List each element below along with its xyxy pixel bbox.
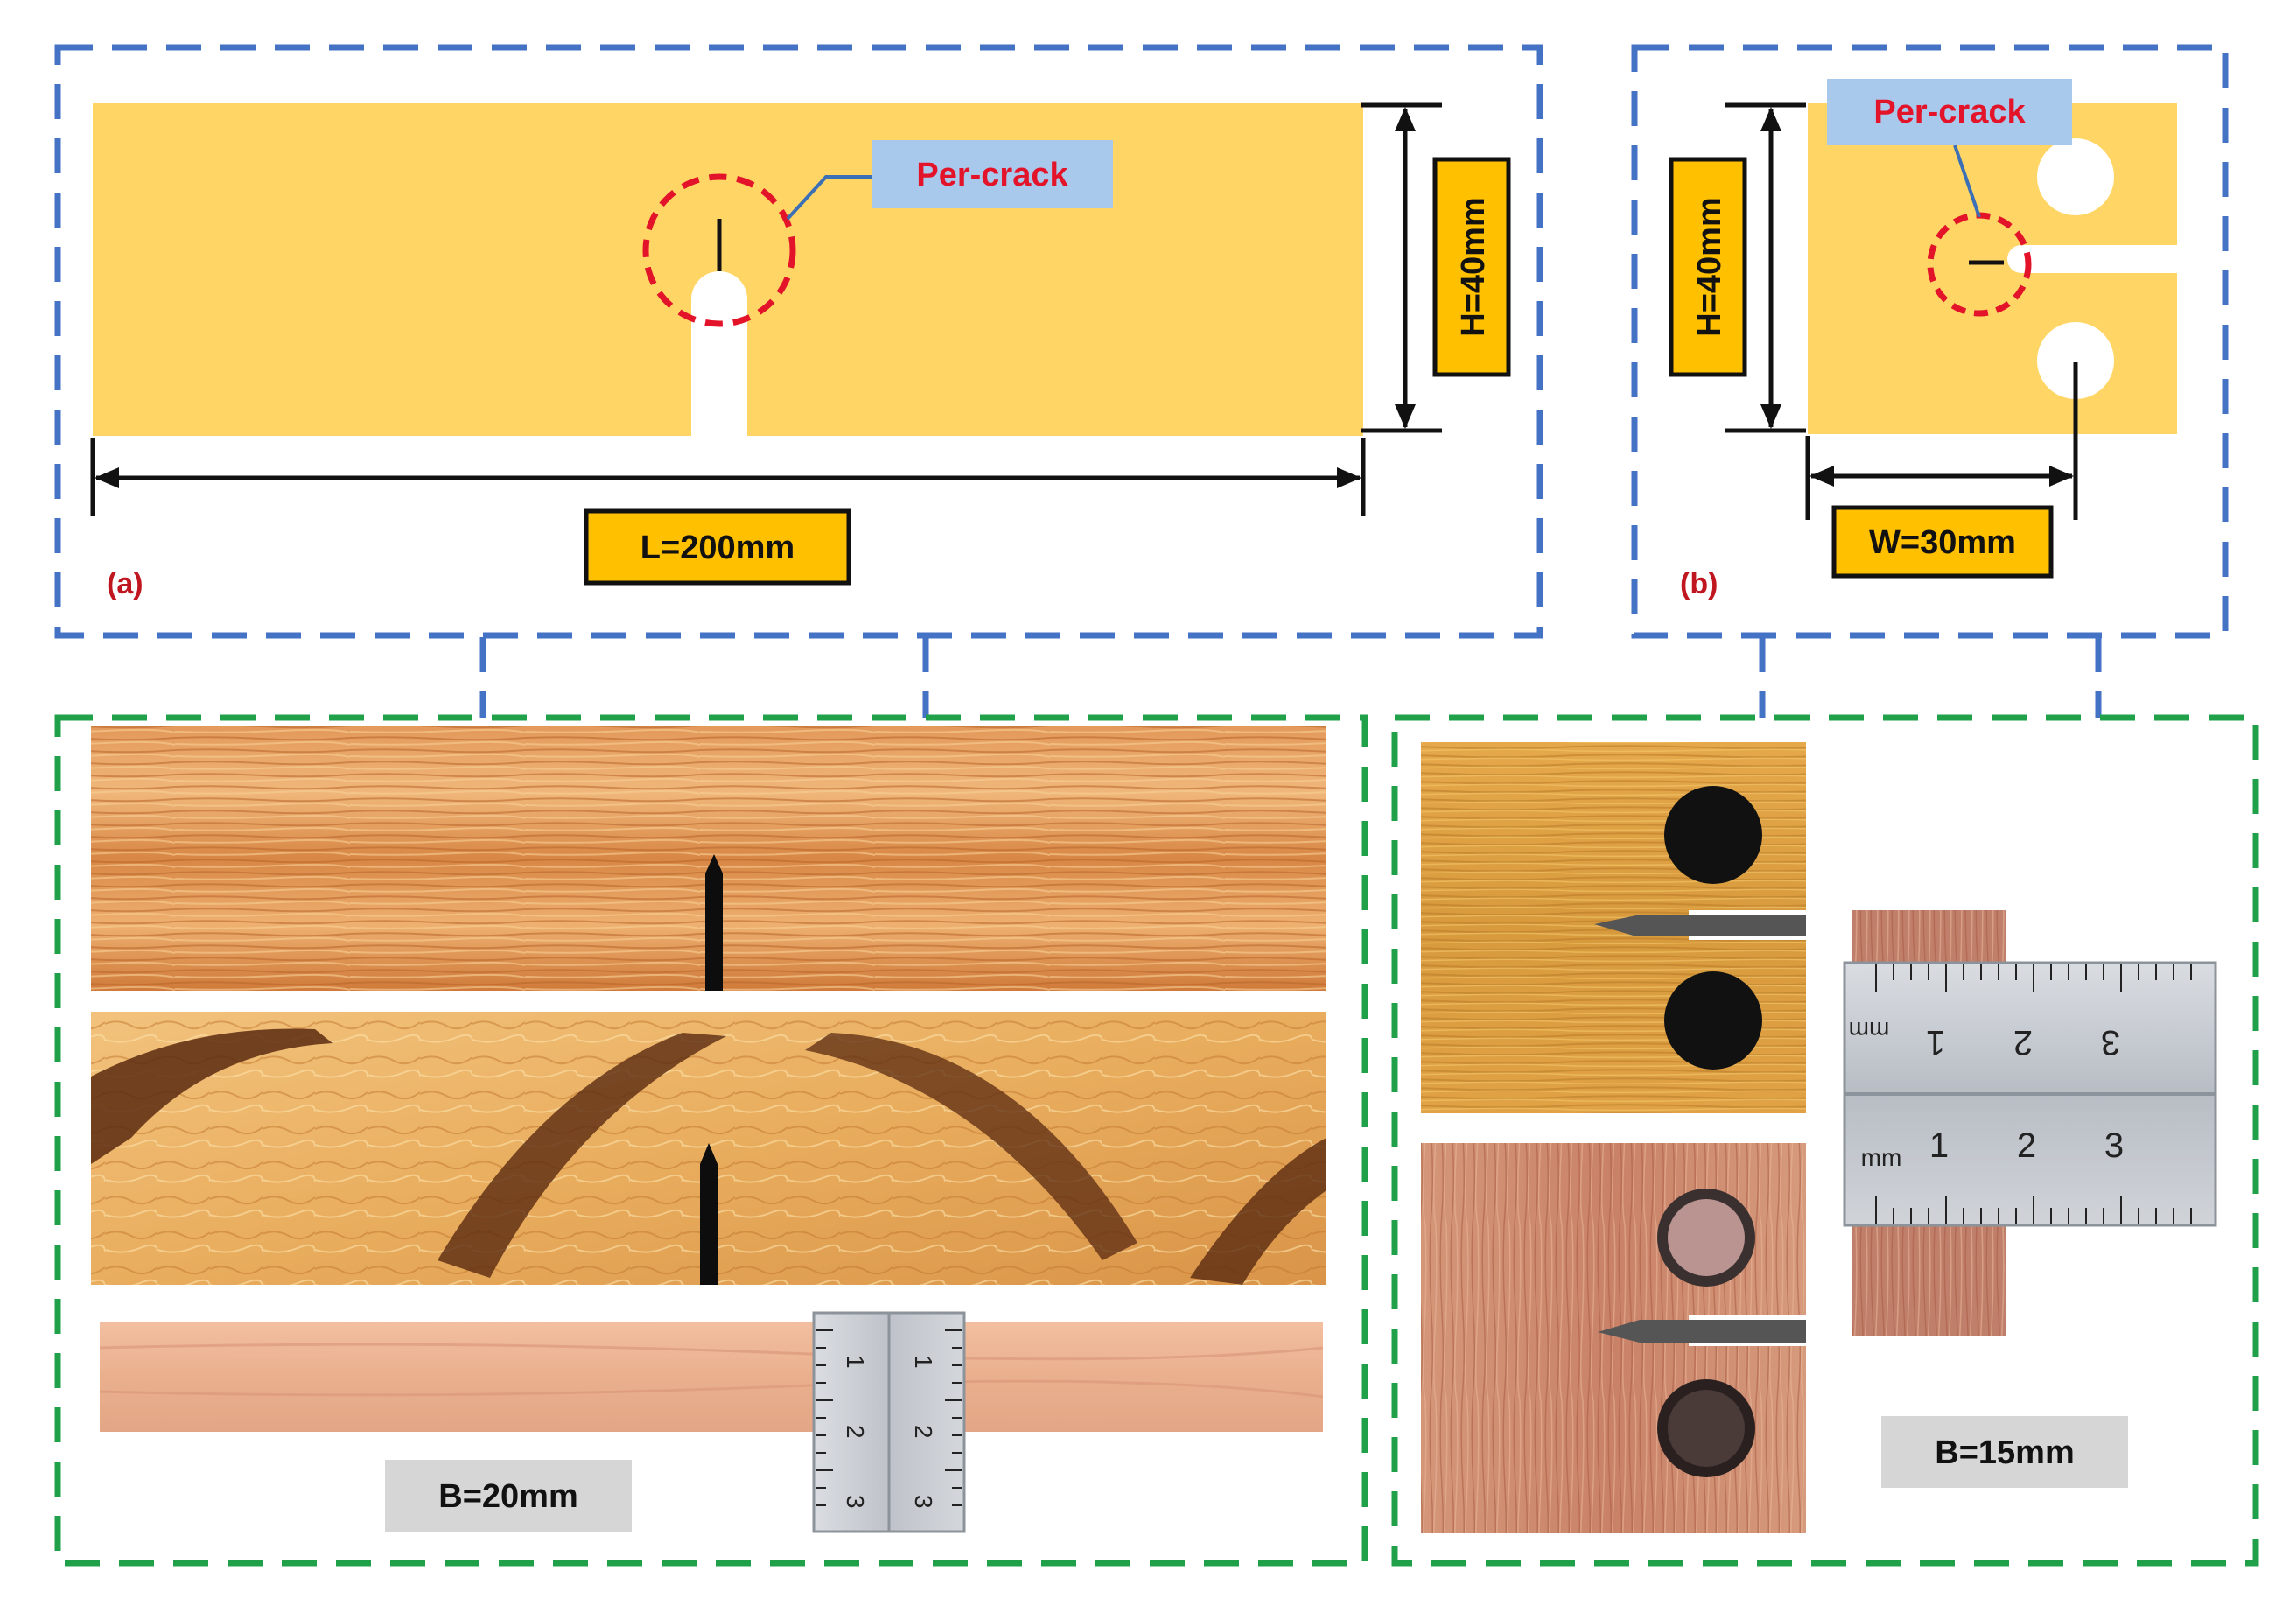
photo-b-specimens: mm 1 2 3 mm 1 2 3 B=15mm — [1421, 742, 2217, 1533]
beam-photo-dark-band-3 — [805, 1033, 1138, 1260]
ruler-horizontal-unit-lower: mm — [1861, 1144, 1902, 1171]
panel-a-schematic: Per-crack H=40mm L=200mm (a) — [90, 102, 1511, 600]
ruler-horizontal-lower-tick-2: 2 — [2017, 1126, 2036, 1165]
beam-photo-dark-band-4 — [1190, 1138, 1326, 1285]
ct-notch — [2020, 245, 2179, 273]
frame-connectors — [480, 637, 2102, 718]
ct-photo-top-crack — [1594, 915, 1806, 936]
ct-callout-box — [1827, 79, 2072, 145]
beam-photo-middle-notch — [700, 1143, 718, 1285]
panel-b-letter: (b) — [1680, 567, 1718, 600]
panel-a-letter: (a) — [107, 567, 144, 600]
photo-a-specimens: 1 2 3 1 2 3 B=20mm — [91, 726, 1326, 1533]
photo-b-frame — [1391, 714, 2259, 1567]
ct-photo-top-hole-1 — [1664, 786, 1762, 884]
ct-callout-leader — [1953, 144, 1981, 218]
photo-a-frame — [54, 714, 1368, 1567]
beam-callout-box — [872, 140, 1113, 208]
panel-b-frame — [1631, 44, 2229, 639]
beam-thickness-box — [385, 1460, 632, 1532]
ct-width-label-box — [1831, 505, 2054, 579]
ct-width-label: W=30mm — [1869, 524, 2016, 561]
beam-thickness-label: B=20mm — [438, 1478, 578, 1515]
beam-length-label-box — [584, 508, 851, 586]
ct-thickness-label: B=15mm — [1935, 1434, 2074, 1471]
ruler-horizontal-upper-tick-2: 2 — [2013, 1023, 2033, 1062]
ruler-horizontal-lower-tick-1: 1 — [1929, 1126, 1949, 1165]
ct-height-arrow-top — [1760, 107, 1782, 131]
ct-width-arrow-right — [2049, 466, 2074, 487]
ct-height-arrow-bottom — [1760, 404, 1782, 429]
beam-height-arrow-top — [1395, 107, 1416, 131]
beam-crack-circle — [642, 173, 796, 327]
ct-height-label: H=40mm — [1691, 197, 1728, 336]
ct-thickness-box — [1881, 1416, 2128, 1488]
beam-length-arrow-right — [1337, 467, 1362, 488]
ruler-vertical-tick-3: 3 — [842, 1495, 869, 1509]
ct-photo-top-hole-2 — [1664, 971, 1762, 1070]
ct-height-label-box — [1669, 157, 1747, 377]
ruler-vertical-tick-3b: 3 — [910, 1495, 937, 1509]
ruler-horizontal-upper-tick-3: 3 — [2101, 1023, 2120, 1062]
beam-notch-tip — [691, 271, 747, 327]
beam-photo-bottom — [100, 1322, 1323, 1432]
panel-b-schematic: Per-crack H=40mm W=30mm (b) — [1669, 79, 2179, 600]
beam-photo-top-notch — [705, 854, 723, 991]
ruler-vertical-tick-1: 1 — [842, 1355, 869, 1369]
ruler-vertical-tick-1b: 1 — [910, 1355, 937, 1369]
beam-length-arrow-left — [94, 467, 119, 488]
beam-height-label: H=40mm — [1455, 197, 1492, 336]
beam-callout-leader — [786, 175, 872, 221]
beam-photo-dark-band-2 — [438, 1033, 726, 1278]
beam-height-arrow-bottom — [1395, 404, 1416, 429]
ruler-vertical-tick-2b: 2 — [910, 1425, 937, 1439]
ruler-horizontal-lower-tick-3: 3 — [2104, 1126, 2124, 1165]
ct-callout-text: Per-crack — [1873, 94, 2026, 130]
ct-hole-top — [2037, 138, 2114, 215]
ruler-horizontal-unit-upper: mm — [1849, 1017, 1890, 1044]
beam-height-label-box — [1432, 157, 1511, 377]
beam-length-label: L=200mm — [640, 529, 794, 566]
ct-photo-bottom-crack — [1598, 1320, 1806, 1343]
ct-width-arrow-left — [1810, 466, 1834, 487]
ct-hole-bottom — [2037, 322, 2114, 399]
beam-photo-dark-band-1 — [91, 1028, 332, 1164]
ruler-vertical-tick-2: 2 — [842, 1425, 869, 1439]
ruler-horizontal-upper-tick-1: 1 — [1926, 1023, 1945, 1062]
beam-callout-text: Per-crack — [916, 157, 1068, 193]
